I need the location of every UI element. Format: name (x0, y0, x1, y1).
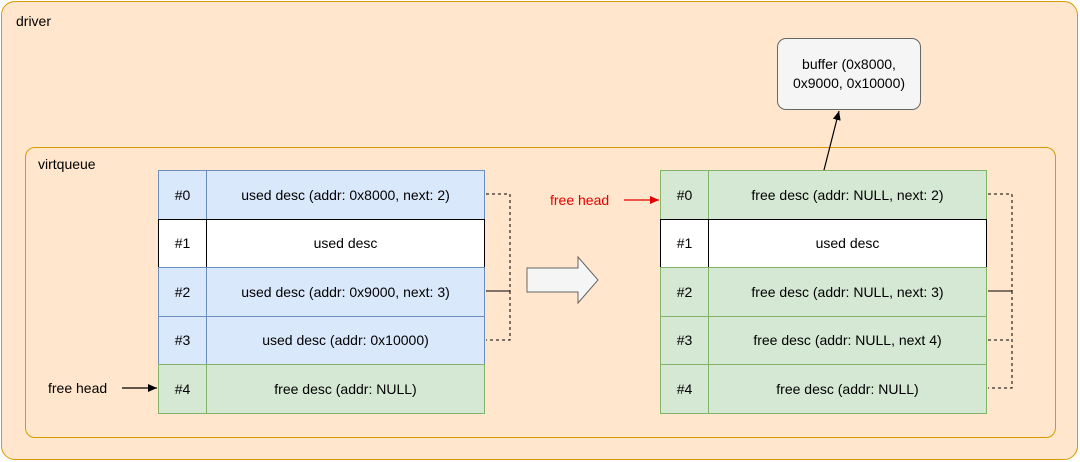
after-row-4-desc: free desc (addr: NULL) (708, 364, 987, 414)
before-row-2-index: #2 (158, 267, 207, 317)
after-row-3-desc: free desc (addr: NULL, next 4) (708, 315, 987, 365)
chain-2-to-4-after (988, 291, 1013, 389)
free-head-label-before: free head (48, 380, 108, 396)
before-row-1-desc: used desc (206, 218, 485, 268)
before-row-2-desc: used desc (addr: 0x9000, next: 3) (206, 267, 485, 317)
driver-label: driver (16, 13, 52, 29)
after-row-2-desc: free desc (addr: NULL, next: 3) (708, 267, 987, 317)
transition-arrow-icon (526, 255, 599, 305)
before-row-3-desc: used desc (addr: 0x10000) (206, 315, 485, 365)
after-row-0-desc: free desc (addr: NULL, next: 2) (708, 170, 987, 220)
before-row-0-desc: used desc (addr: 0x8000, next: 2) (206, 170, 485, 220)
buffer-box: buffer (0x8000, 0x9000, 0x10000) (777, 38, 921, 110)
after-row-4-index: #4 (660, 364, 709, 414)
buffer-line-2: 0x9000, 0x10000) (792, 75, 906, 91)
before-row-3-index: #3 (158, 315, 207, 365)
buffer-pointer-arrow (823, 110, 841, 171)
chain-0-to-2-before (486, 193, 511, 291)
before-row-1-index: #1 (158, 218, 207, 268)
chain-0-to-2-after (988, 193, 1013, 291)
after-row-2-index: #2 (660, 267, 709, 317)
buffer-line-1: buffer (0x8000, (802, 56, 896, 72)
virtqueue-label: virtqueue (38, 156, 96, 172)
free-head-label-after: free head (550, 192, 610, 208)
after-row-1-desc: used desc (708, 218, 987, 268)
chain-2-to-3-before (486, 291, 511, 341)
before-row-4-desc: free desc (addr: NULL) (206, 364, 485, 414)
